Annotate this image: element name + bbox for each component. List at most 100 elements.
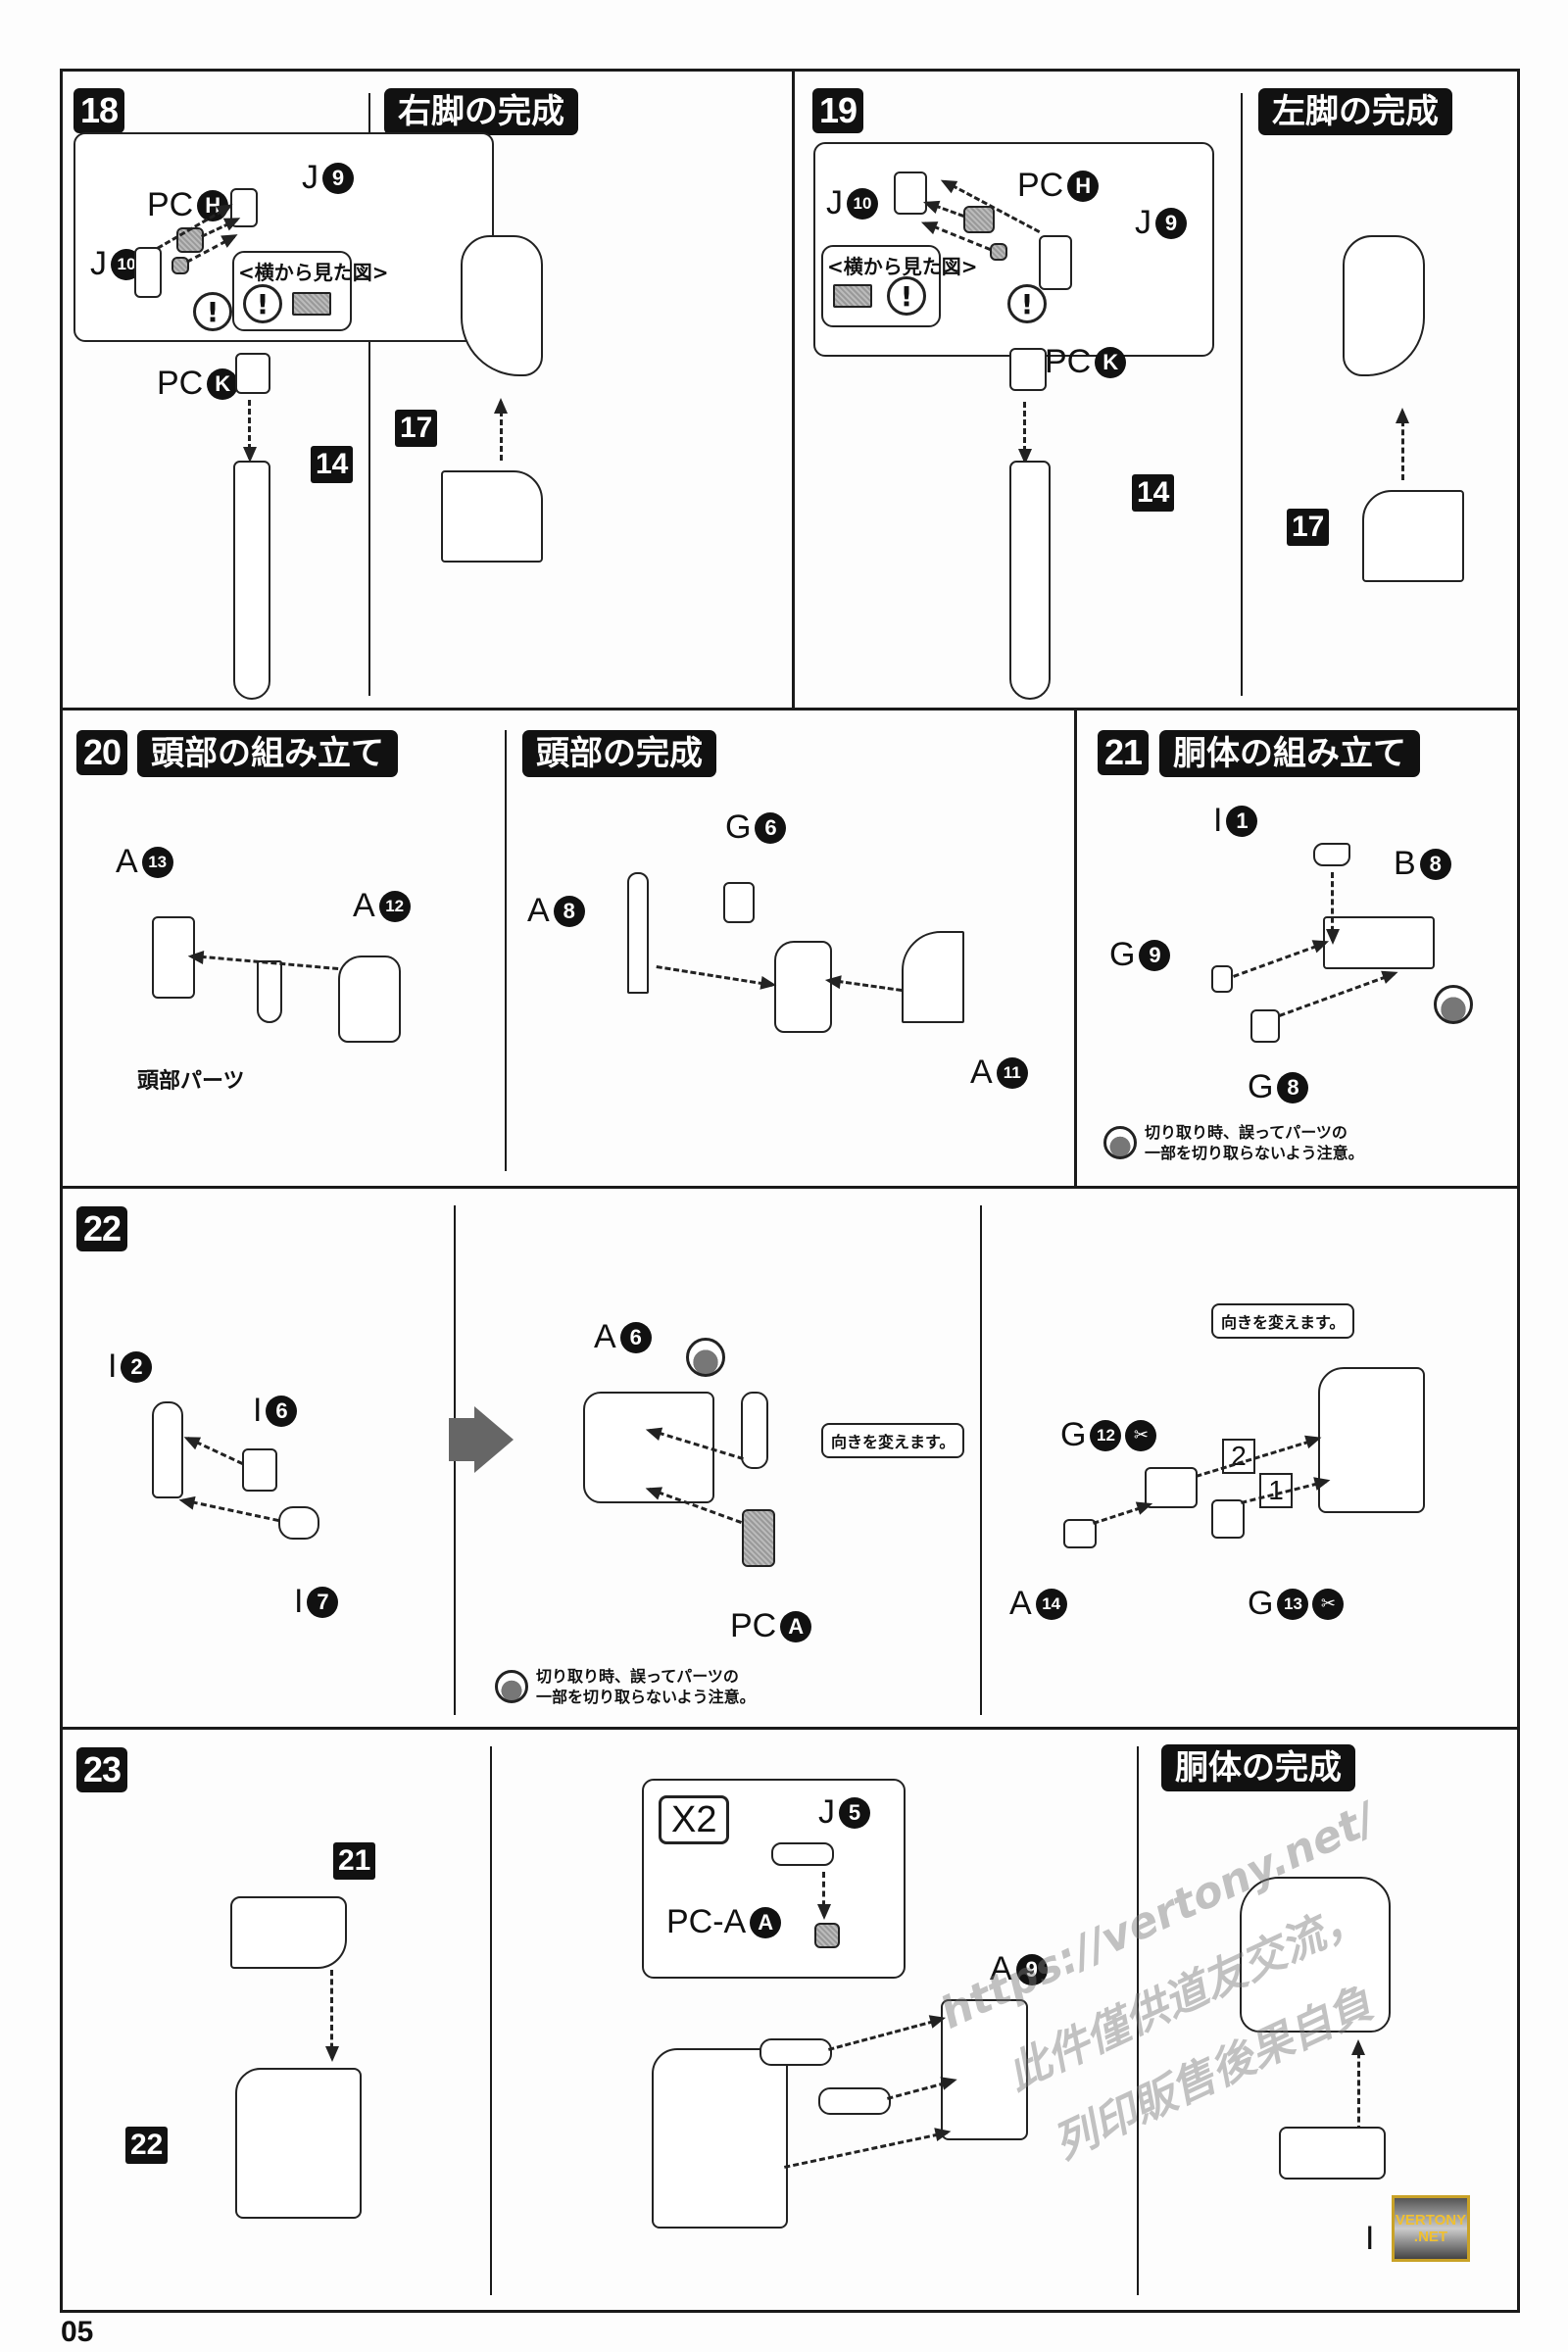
- part-number-badge: 5: [839, 1796, 870, 1829]
- assembly-arrow: [1023, 402, 1026, 461]
- step-number: 18: [74, 88, 125, 133]
- row-divider-3: [60, 1727, 1520, 1730]
- part-pck: [990, 243, 1007, 261]
- reference-step-17: 17: [395, 410, 438, 447]
- part-number-badge: 10: [847, 187, 878, 220]
- part-a11: [902, 931, 964, 1023]
- part-number-badge: 7: [307, 1586, 339, 1618]
- part-pck-side: [292, 292, 331, 316]
- cut-caution-icon: [686, 1338, 725, 1377]
- leg-lower: [233, 461, 270, 700]
- joint-assembled: [235, 353, 270, 394]
- sub-divider-22b: [980, 1205, 982, 1715]
- part-a12: [338, 956, 401, 1043]
- assembly-arrow: [248, 400, 251, 459]
- sanding-icon: ✂: [1312, 1588, 1345, 1620]
- shoulder-joint-upper: [760, 2038, 832, 2066]
- part-number-badge: 9: [1155, 207, 1187, 239]
- logo-line: VERTONY: [1395, 2212, 1467, 2229]
- label-prefix: A: [116, 843, 138, 880]
- caution-exclamation-icon: !: [1007, 284, 1047, 323]
- rotate-note-bubble: 向きを変えます。: [821, 1423, 965, 1458]
- step-number: 20: [76, 730, 128, 775]
- caution-exclamation-icon: !: [243, 284, 282, 323]
- caution-exclamation-icon: !: [193, 292, 232, 331]
- label-prefix: G: [1109, 936, 1136, 973]
- part-j5: [771, 1842, 834, 1866]
- completion-heading: 左脚の完成: [1258, 88, 1452, 135]
- next-stage-arrow-icon: [449, 1406, 514, 1473]
- part-number-badge: 12: [378, 890, 411, 922]
- part-g13: [1211, 1499, 1245, 1539]
- page-number: 05: [61, 2316, 94, 2348]
- label-prefix: B: [1394, 845, 1416, 882]
- part-g6: [723, 882, 755, 923]
- label-prefix: A: [353, 887, 375, 924]
- order-number-2: 2: [1222, 1439, 1255, 1474]
- label-prefix: PC: [1045, 343, 1092, 380]
- part-number-badge: A: [780, 1610, 812, 1642]
- reference-step-17: 17: [1287, 509, 1330, 546]
- sub-divider-23b: [1137, 1746, 1139, 2295]
- joint-rotated: [741, 1392, 768, 1469]
- step-number: 23: [76, 1747, 128, 1792]
- sanding-icon: ✂: [1125, 1419, 1157, 1451]
- row-divider-1: [60, 708, 1520, 710]
- part-b8: [1323, 916, 1435, 969]
- part-number-badge: 9: [1015, 1953, 1048, 1985]
- cut-caution-icon: [1103, 1126, 1137, 1159]
- part-number-badge: A: [750, 1906, 782, 1938]
- part-i6: [242, 1448, 277, 1492]
- part-number-badge: 6: [266, 1395, 298, 1427]
- shoulder-joint-lower: [818, 2087, 891, 2115]
- label-prefix: I: [253, 1392, 263, 1429]
- part-i2: [152, 1401, 183, 1498]
- label-prefix: I: [1213, 802, 1223, 839]
- label-prefix: G: [1248, 1068, 1274, 1105]
- col-divider-18-19: [792, 69, 795, 710]
- part-j10: [134, 247, 162, 298]
- caution-text: 切り取り時、誤ってパーツの 一部を切り取らないよう注意。: [1145, 1122, 1364, 1163]
- vertony-logo: VERTONY .NET: [1392, 2195, 1470, 2262]
- part-number-badge: 11: [996, 1056, 1028, 1089]
- assembly-arrow: [1331, 872, 1334, 941]
- part-i7: [278, 1506, 319, 1540]
- label-prefix: A: [594, 1318, 616, 1355]
- quantity-multiplier: X2: [659, 1795, 730, 1844]
- part-pch: [176, 227, 204, 253]
- joint-assembled: [1009, 348, 1047, 391]
- torso-body: [652, 2048, 788, 2229]
- head-assembled: [774, 941, 832, 1033]
- part-number-badge: K: [1095, 346, 1127, 378]
- label-prefix: A: [1009, 1585, 1032, 1622]
- label-prefix: G: [725, 808, 752, 846]
- reference-step-22: 22: [125, 2127, 169, 2164]
- part-pck-side: [833, 284, 872, 308]
- part-g12: [1145, 1467, 1198, 1508]
- sub-divider-20: [505, 730, 507, 1171]
- caution-exclamation-icon: !: [887, 276, 926, 316]
- sub-divider-19: [1241, 93, 1243, 696]
- label-prefix: PC: [730, 1607, 777, 1644]
- sub-divider-23a: [490, 1746, 492, 2295]
- part-j9: [1039, 235, 1072, 290]
- reference-step-14: 14: [311, 446, 354, 483]
- step-heading: 胴体の組み立て: [1159, 730, 1420, 777]
- step-heading: 頭部の組み立て: [137, 730, 398, 777]
- step-number: 21: [1098, 730, 1150, 775]
- leg-upper: [461, 235, 543, 376]
- part-i-lower: [1279, 2127, 1386, 2180]
- step-number: 22: [76, 1206, 128, 1251]
